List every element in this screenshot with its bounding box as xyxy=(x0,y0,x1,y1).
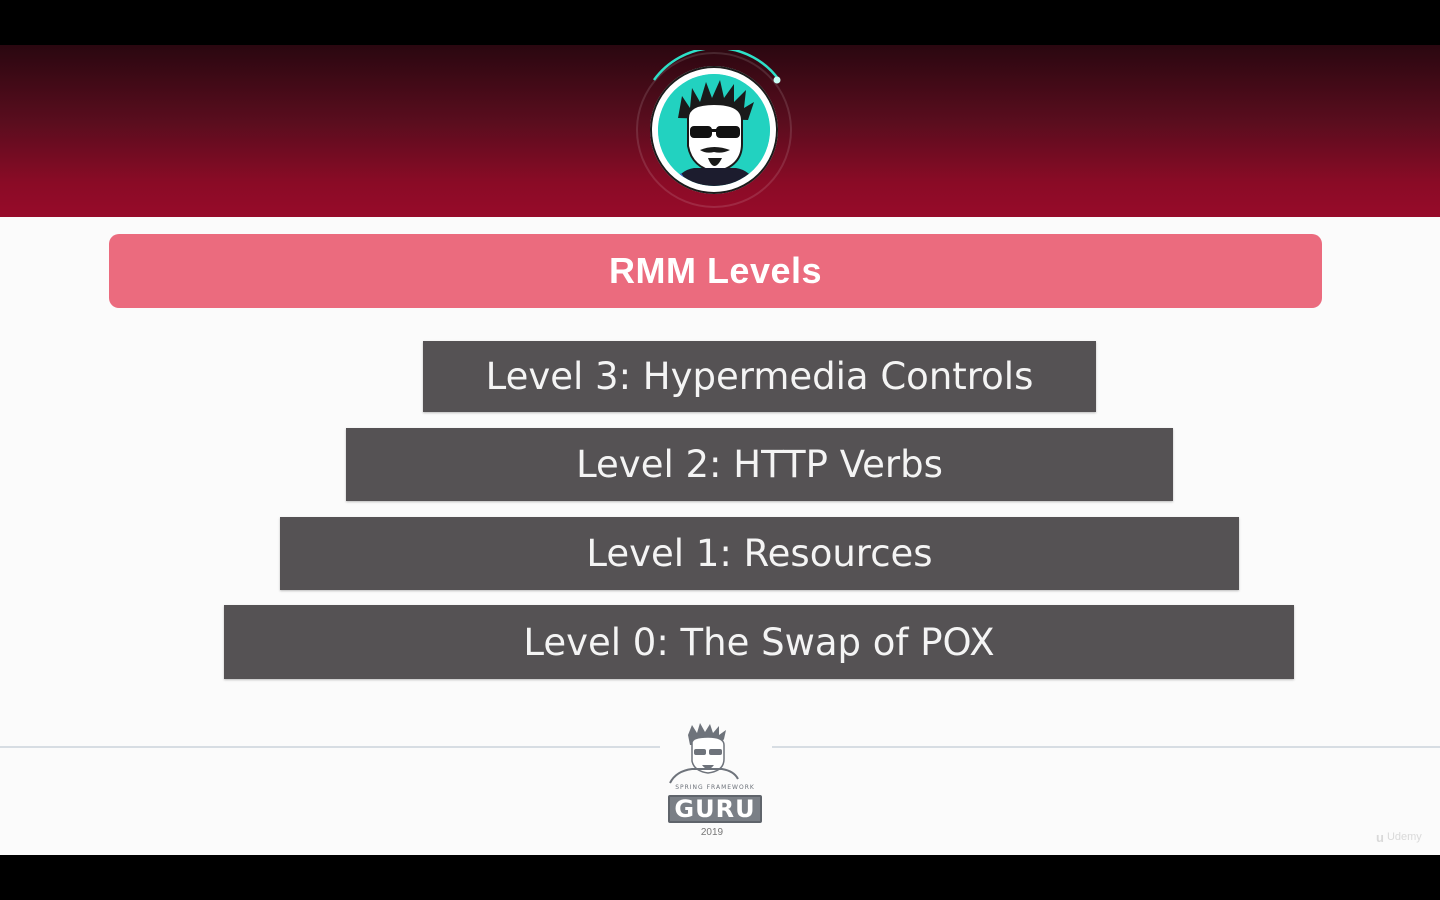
footer-divider-left xyxy=(0,746,660,748)
footer-divider-right xyxy=(772,746,1440,748)
rmm-level-0-label: Level 0: The Swap of POX xyxy=(523,620,995,664)
slide-title-bar: RMM Levels xyxy=(109,234,1322,308)
guru-avatar-icon xyxy=(658,74,770,186)
footer-logo-tagline: SPRING FRAMEWORK xyxy=(675,784,755,791)
slide: RMM Levels Level 3: Hypermedia Controls … xyxy=(0,45,1440,855)
spring-framework-guru-logo xyxy=(669,723,739,784)
footer-logo-text: GURU xyxy=(668,795,762,823)
udemy-watermark: u Udemy xyxy=(1376,828,1438,846)
avatar-ring-icon xyxy=(636,50,792,208)
rmm-level-3: Level 3: Hypermedia Controls xyxy=(423,341,1096,412)
letterbox-top xyxy=(0,0,1440,45)
rmm-level-2: Level 2: HTTP Verbs xyxy=(346,428,1173,501)
footer-year: 2019 xyxy=(700,827,724,838)
rmm-level-2-label: Level 2: HTTP Verbs xyxy=(576,443,943,486)
rmm-level-0: Level 0: The Swap of POX xyxy=(224,605,1294,679)
rmm-level-3-label: Level 3: Hypermedia Controls xyxy=(485,355,1034,398)
rmm-level-1-label: Level 1: Resources xyxy=(586,532,933,575)
udemy-logo-icon: u xyxy=(1376,829,1384,845)
rmm-level-1: Level 1: Resources xyxy=(280,517,1239,590)
udemy-watermark-text: Udemy xyxy=(1386,831,1422,843)
letterbox-bottom xyxy=(0,855,1440,900)
slide-title: RMM Levels xyxy=(608,250,823,291)
